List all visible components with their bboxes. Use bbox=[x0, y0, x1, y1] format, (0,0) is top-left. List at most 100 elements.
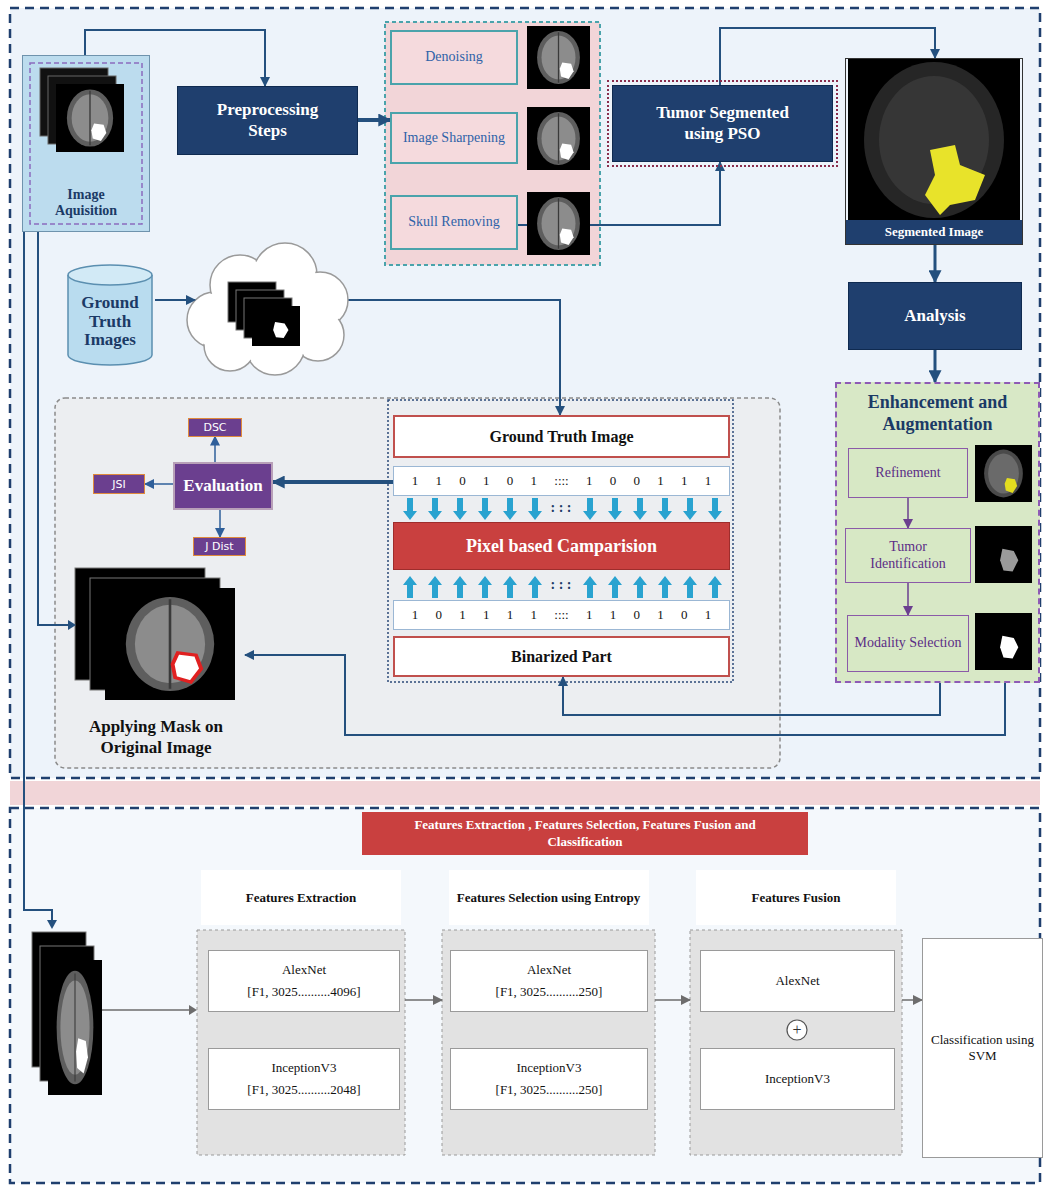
top-panel bbox=[10, 8, 1040, 778]
group-box: Features ExtractionAlexNet [F1, 3025.....… bbox=[197, 868, 405, 1155]
process-box: Evaluation bbox=[173, 462, 273, 510]
feature-group-area bbox=[690, 930, 902, 1155]
flow-arrow bbox=[902, 999, 922, 1001]
group-box: Features FusionAlexNetInceptionV3 bbox=[690, 868, 902, 1155]
node-text: Image Sharpening bbox=[403, 130, 505, 146]
node-text: [F1, 3025..........250] bbox=[496, 1082, 603, 1098]
flow-arrow bbox=[934, 350, 937, 382]
segmented-image bbox=[848, 58, 1020, 224]
node-text: Denoising bbox=[425, 49, 483, 65]
node-text: Tumor Segmented using PSO bbox=[643, 103, 802, 144]
wire bbox=[24, 232, 52, 922]
node-text: InceptionV3 bbox=[765, 1071, 830, 1087]
node-text: Features Fusion bbox=[696, 870, 896, 925]
node-text: 1 1 0 1 0 1 :::: 1 0 0 1 1 1 bbox=[412, 473, 711, 489]
node-text: AlexNet bbox=[527, 962, 571, 978]
flow-arrow bbox=[145, 483, 173, 485]
node-text: [F1, 3025..........250] bbox=[496, 984, 603, 1000]
node-text: Refinement bbox=[875, 465, 940, 481]
bit-row: 1 0 1 1 1 1 :::: 1 1 0 1 0 1 bbox=[393, 600, 730, 630]
node-text: Classification using SVM bbox=[931, 1032, 1034, 1063]
input-inner-frame bbox=[30, 63, 142, 224]
annotation-label: : : : bbox=[545, 575, 577, 595]
node-text: JSI bbox=[112, 478, 125, 491]
node-text: Enhancement and Augmentation bbox=[837, 392, 1038, 435]
node-text: InceptionV3 bbox=[272, 1060, 337, 1076]
step-box: Modality Selection bbox=[847, 615, 970, 672]
node-text: Evaluation bbox=[183, 476, 262, 496]
arrow-head bbox=[47, 920, 57, 929]
group-box: Features Selection using EntropyAlexNet[… bbox=[442, 868, 655, 1155]
divider-band bbox=[10, 781, 1040, 805]
title-box: Binarized Part bbox=[393, 636, 730, 677]
flow-arrow bbox=[219, 510, 221, 537]
input-panel-fill bbox=[22, 55, 150, 232]
node-text: AlexNet bbox=[775, 973, 819, 989]
database-cylinder: Ground Truth Images bbox=[65, 265, 155, 365]
segmented-brain bbox=[864, 62, 1004, 218]
node-text: Segmented Image bbox=[846, 220, 1022, 244]
node-text: Pixel based Camparision bbox=[466, 536, 657, 557]
process-box: Tumor Segmented using PSO bbox=[612, 85, 833, 162]
feature-box: AlexNet bbox=[700, 950, 895, 1012]
cloud bbox=[187, 243, 348, 375]
feature-box: InceptionV3 [F1, 3025..........250] bbox=[450, 1048, 648, 1110]
tumor-thumbnail bbox=[975, 526, 1032, 583]
node-text: DSC bbox=[203, 421, 226, 434]
arrow-head bbox=[68, 620, 76, 630]
process-box: Analysis bbox=[848, 282, 1022, 350]
metric-box: J Dist bbox=[193, 537, 246, 556]
node-text: Modality Selection bbox=[855, 635, 962, 651]
step-box: Skull Removing bbox=[390, 195, 518, 250]
evaluation-group bbox=[55, 398, 780, 768]
bottom-panel bbox=[10, 808, 1040, 1183]
feature-box: AlexNet [F1, 3025..........4096] bbox=[208, 950, 400, 1012]
annotation-label: + bbox=[787, 1019, 807, 1041]
node-text: Features Extraction , Features Selection… bbox=[376, 817, 794, 851]
node-text: Skull Removing bbox=[408, 214, 499, 230]
preprocessing-group bbox=[385, 22, 600, 265]
node-text: J Dist bbox=[205, 540, 233, 553]
enhancement-fill bbox=[835, 382, 1040, 683]
node-text: Ground Truth Image bbox=[489, 428, 633, 446]
flow-arrow bbox=[214, 437, 216, 463]
wire bbox=[38, 232, 70, 625]
node-text: Binarized Part bbox=[511, 648, 612, 666]
comparison-group bbox=[388, 400, 733, 682]
bit-row: 1 1 0 1 0 1 :::: 1 0 0 1 1 1 bbox=[393, 466, 730, 496]
node-text: AlexNet bbox=[282, 962, 326, 978]
brain-thumbnail bbox=[527, 107, 590, 170]
node-text: InceptionV3 bbox=[517, 1060, 582, 1076]
image-panel: Applying Mask on Original Image bbox=[67, 565, 245, 762]
node-text: Ground Truth Images bbox=[65, 294, 155, 350]
brain-thumbnail bbox=[527, 192, 590, 255]
arrow-head bbox=[186, 295, 196, 305]
step-box: Tumor Identification bbox=[845, 528, 971, 583]
brain-image bbox=[56, 84, 124, 152]
flow-arrow bbox=[405, 999, 442, 1001]
flow-arrow bbox=[358, 118, 390, 122]
arrow-head bbox=[189, 1005, 197, 1015]
classifier-box: Classification using SVM bbox=[922, 938, 1043, 1158]
node-text: Tumor Identification bbox=[850, 539, 966, 571]
step-box: Denoising bbox=[390, 30, 518, 85]
node-text: Image Aquisition bbox=[40, 187, 132, 219]
flow-arrow bbox=[273, 480, 393, 484]
step-box: Image Sharpening bbox=[390, 112, 518, 164]
feature-group-area bbox=[197, 930, 405, 1155]
brain-image bbox=[48, 960, 102, 1095]
group-box: Enhancement and AugmentationRefinementTu… bbox=[835, 382, 1040, 683]
step-box: Refinement bbox=[848, 448, 968, 498]
node-text: Features Extraction bbox=[201, 870, 401, 925]
metric-box: DSC bbox=[188, 418, 242, 437]
wire bbox=[102, 1009, 191, 1011]
process-box: Pixel based Camparision bbox=[393, 522, 730, 570]
flow-arrow bbox=[907, 583, 909, 615]
ground-truth-image bbox=[252, 306, 300, 346]
annotation-label: : : : bbox=[545, 498, 577, 518]
node-text: [F1, 3025..........4096] bbox=[247, 984, 360, 1000]
flow-arrow bbox=[934, 245, 937, 282]
flow-arrow bbox=[655, 999, 690, 1001]
node-text: Analysis bbox=[904, 306, 965, 326]
